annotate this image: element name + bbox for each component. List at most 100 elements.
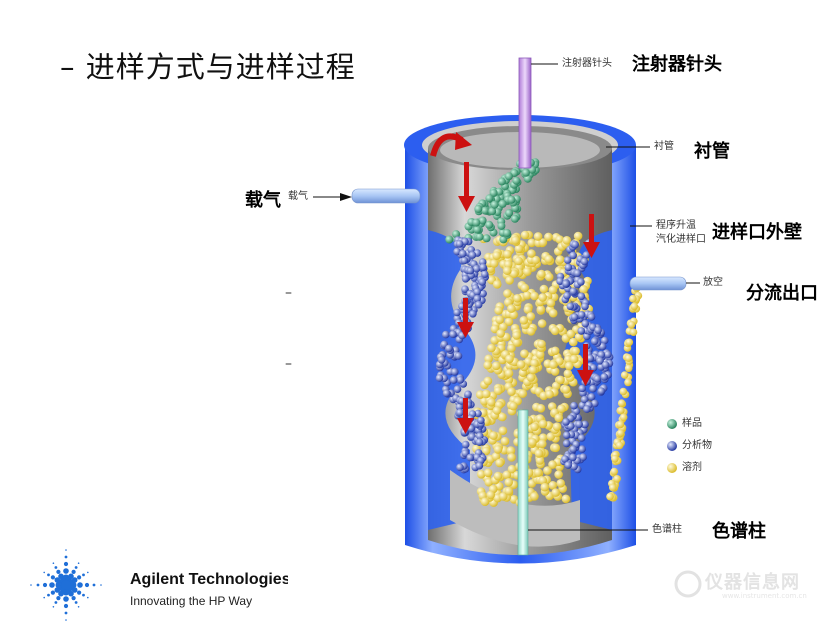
solvent-particle [481,446,491,456]
analyte-particle [455,403,464,411]
solvent-particle [528,365,538,375]
logo-spark-dot [30,584,32,586]
wall-small-label-2: 汽化进样口 [656,234,706,245]
analyte-particle [578,384,586,393]
solvent-particle [487,398,496,407]
analyte-particle [562,279,570,288]
solvent-particle [498,412,507,422]
analyte-particle [456,463,464,472]
analyte-particle [582,251,591,259]
solvent-particle [483,360,493,370]
analyte-particle [600,336,609,345]
company-tagline: Innovating the HP Way [130,594,253,608]
solvent-particle [509,401,518,411]
solvent-particle [505,354,514,364]
analyte-particle [581,319,590,328]
solvent-particle [520,283,530,293]
solvent-particle [507,343,516,353]
analyte-particle [445,344,453,353]
logo-spark-dot [71,596,76,601]
solvent-particle [509,269,519,279]
analyte-particle [453,247,461,256]
solvent-particle [483,468,493,478]
solvent-particle [482,389,491,399]
solvent-particle [492,406,502,415]
sample-particle [497,177,506,186]
solvent-particle [544,232,553,242]
sample-particle [523,174,532,183]
sample-particle [510,214,519,223]
solvent-particle [538,419,548,429]
logo-spark-dot [54,587,61,593]
solvent-particle [512,338,522,347]
logo-spark-dot [68,573,74,580]
analyte-particle [461,440,470,449]
legend-label-sample: 样品 [682,418,702,429]
analyte-particle [453,385,462,394]
sample-particle [482,234,491,243]
solvent-particle [530,358,539,368]
sample-particle [503,229,511,237]
solvent-particle [566,329,576,339]
solvent-particle [514,256,523,266]
solvent-particle [520,349,529,359]
analyte-particle [569,445,577,454]
analyte-particle [481,270,489,279]
watermark-icon [674,570,702,598]
analyte-particle [563,256,572,265]
analyte-particle [589,384,597,393]
solvent-particle [504,486,514,496]
logo-spark-dot [64,611,68,615]
watermark-text: 仪器信息网 [705,572,800,593]
watermark-url: www.instrument.com.cn [722,592,807,600]
solvent-particle [613,475,621,483]
sample-particle [481,206,490,215]
analyte-particle [604,350,612,359]
solvent-particle [526,327,536,336]
solvent-particle [538,238,548,247]
solvent-particle [533,468,543,477]
analyte-particle [583,405,591,413]
analyte-particle [477,416,485,425]
analyte-particle [469,310,477,318]
solvent-particle [537,269,546,279]
solvent-particle [579,285,588,294]
analyte-particle [456,376,465,384]
solvent-particle [563,369,573,378]
solvent-particle [624,378,632,387]
analyte-particle [473,294,482,303]
solvent-particle [492,361,501,371]
solvent-particle [543,466,552,475]
analyte-particle [556,277,564,286]
solvent-particle [511,236,520,245]
analyte-particle [597,350,606,359]
solvent-particle [554,470,563,479]
solvent-particle [546,298,556,308]
solvent-particle [571,346,580,356]
solvent-particle [569,337,578,347]
solvent-particle [535,456,545,465]
particle-cloud [435,158,643,508]
solvent-particle [492,280,502,289]
solvent-particle [569,354,579,364]
logo-spark-dot [68,590,74,597]
legend-label-analyte: 分析物 [682,440,712,451]
analyte-particle [461,449,470,458]
solvent-particle [504,260,513,269]
bullet-dash-1: – [285,285,292,301]
analyte-particle [453,308,461,317]
legend-dot-analyte [667,441,677,451]
logo-spark-dot [47,573,50,577]
sample-particle [488,207,497,216]
analyte-particle [461,275,470,283]
solvent-particle [561,385,571,394]
solvent-particle [573,231,583,241]
solvent-particle [516,360,526,369]
logo-spark-dot [87,596,89,599]
analyte-particle [581,302,589,311]
logo-spark-dot [84,582,90,588]
solvent-particle [504,478,513,487]
analyte-particle [479,289,487,298]
analyte-particle [570,462,578,471]
logo-spark-dot [50,590,56,595]
